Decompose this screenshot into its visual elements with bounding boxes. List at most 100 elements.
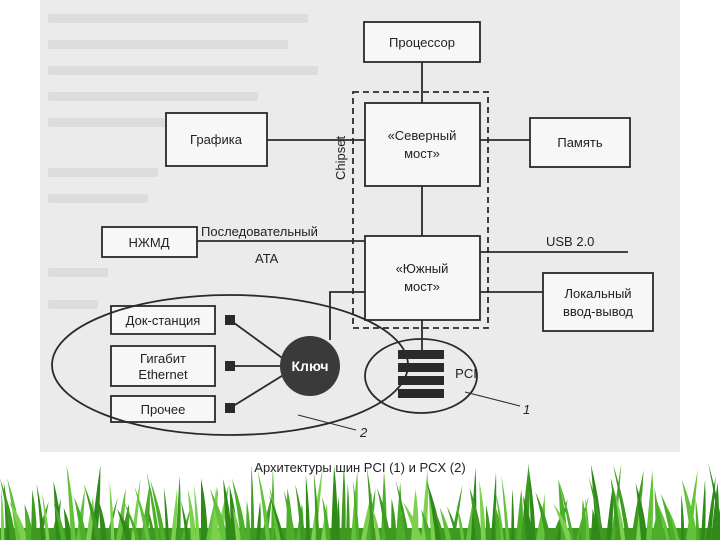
- grass-blade: [117, 508, 132, 540]
- grass-blade: [257, 470, 271, 540]
- grass-blade: [31, 489, 37, 540]
- grass-blade: [0, 478, 16, 540]
- grass-blade: [706, 475, 716, 540]
- north-bridge-label-line2: мост»: [404, 146, 440, 161]
- gigabit-ethernet-box: [110, 345, 216, 387]
- grass-blade: [606, 485, 614, 540]
- grass-blade: [501, 475, 510, 540]
- grass-blade: [150, 480, 166, 540]
- grass-blade: [246, 500, 251, 540]
- cpu-label: Процессор: [389, 35, 455, 50]
- grass-blade: [495, 490, 505, 540]
- other-label: Прочее: [141, 402, 186, 417]
- grass-blade: [516, 489, 523, 540]
- gigabit-label-line2: Ethernet: [138, 367, 188, 382]
- memory-box: [529, 117, 631, 168]
- grass-blade: [53, 503, 66, 540]
- grass-blade: [366, 467, 375, 540]
- dock-station-label: Док-станция: [126, 313, 201, 328]
- grass-blade: [681, 479, 698, 540]
- grass-blade: [377, 487, 391, 540]
- graphics-label: Графика: [190, 132, 243, 147]
- grass-blade: [711, 482, 719, 540]
- grass-blade: [352, 480, 360, 540]
- local-io-box: [542, 272, 654, 332]
- grass-blade: [646, 469, 654, 540]
- grass-blade: [176, 475, 181, 540]
- grass-blade: [200, 478, 208, 540]
- grass-blade: [42, 493, 50, 540]
- grass-blade: [283, 490, 296, 540]
- grass-blade: [141, 484, 150, 540]
- grass-blade: [171, 488, 178, 540]
- callout-1-leader: [464, 391, 521, 407]
- grass-blade: [701, 479, 706, 540]
- grass-blade: [585, 497, 590, 540]
- callout-2-number: 2: [359, 425, 368, 440]
- hdd-box: [101, 226, 198, 258]
- grass-blade: [631, 470, 644, 540]
- local-io-label-line2: ввод-вывод: [563, 304, 633, 319]
- callout-2-leader: [297, 414, 357, 431]
- grass-blade: [403, 501, 423, 540]
- south-bridge-label-line1: «Южный: [396, 261, 449, 276]
- grass-blade: [635, 483, 648, 540]
- grass-blade: [613, 464, 631, 540]
- south-bridge-box: [364, 235, 481, 321]
- grass-blade: [74, 497, 87, 540]
- grass-blade: [116, 488, 126, 540]
- grass-blade: [305, 474, 310, 540]
- grass-blade: [528, 468, 536, 540]
- grass-blade: [614, 491, 626, 540]
- grass-blade: [372, 507, 381, 540]
- grass-blade: [558, 478, 575, 540]
- grass-blade: [446, 506, 460, 540]
- grass-blade: [295, 484, 306, 540]
- grass-blade: [134, 486, 151, 540]
- grass-blade: [511, 488, 515, 540]
- grass-blade: [256, 501, 261, 540]
- cpu-box: [363, 21, 481, 63]
- grass-blade: [313, 471, 320, 540]
- other-port-icon: [225, 403, 235, 413]
- pci-label: PCI: [455, 366, 477, 381]
- grass-blade: [456, 504, 465, 540]
- grass-blade: [681, 494, 685, 540]
- grass-blade: [83, 483, 101, 540]
- grass-blade: [98, 499, 107, 540]
- grass-blade: [469, 487, 483, 540]
- grass-blade: [588, 476, 605, 540]
- grass-blade: [163, 487, 170, 540]
- grass-blade: [434, 509, 445, 540]
- grass-blade: [523, 495, 533, 540]
- grass-blade: [331, 465, 338, 540]
- grass-blade: [395, 480, 410, 540]
- grass-blade: [400, 509, 406, 540]
- grass-blade: [341, 463, 346, 540]
- grass-blade: [346, 483, 350, 540]
- grass-blade: [553, 503, 572, 540]
- grass-blade: [391, 498, 397, 540]
- hdd-label: НЖМД: [128, 235, 169, 250]
- grass-blade: [147, 506, 155, 540]
- grass-blade: [654, 492, 665, 540]
- north-bridge-box: [364, 102, 481, 187]
- grass-blade: [322, 496, 331, 540]
- serial-ata-label-line1: Последовательный: [201, 224, 318, 239]
- grass-blade: [211, 486, 219, 540]
- grass-blade: [232, 507, 241, 540]
- ethernet-port-icon: [225, 361, 235, 371]
- grass-blade: [193, 484, 200, 540]
- grass-blade: [491, 472, 497, 540]
- other-box: [110, 395, 216, 423]
- grass-blade: [146, 472, 160, 540]
- grass-blade: [9, 501, 28, 540]
- grass-blade: [36, 483, 45, 540]
- grass-blade: [667, 506, 680, 540]
- chipset-label: Chipset: [333, 136, 348, 180]
- grass-blade: [223, 478, 233, 540]
- grass-blade: [657, 502, 671, 540]
- grass-blade: [187, 488, 197, 540]
- grass-blade: [660, 493, 677, 540]
